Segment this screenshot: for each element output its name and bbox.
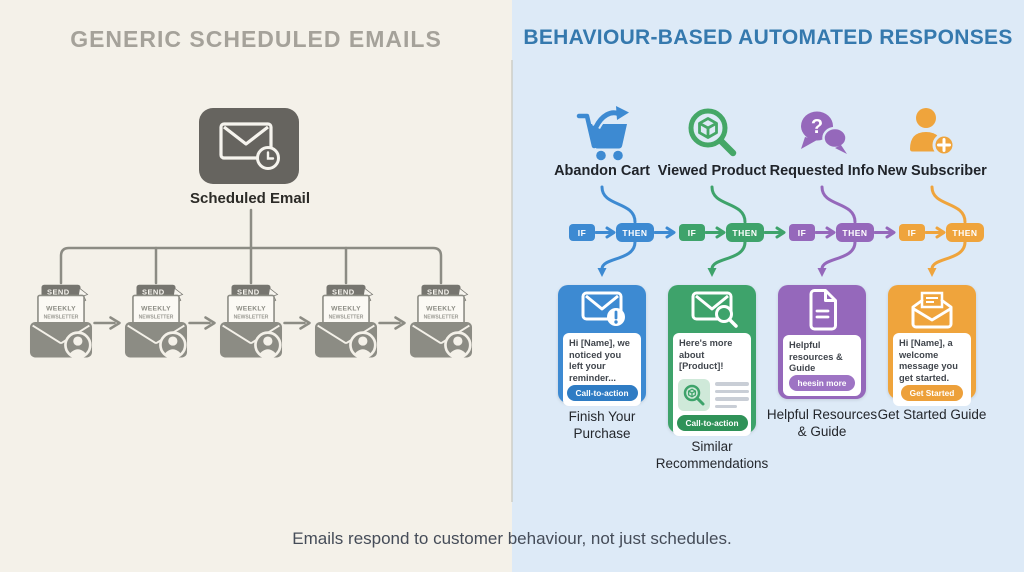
newsletter-envelope: SEND WEEKLY NEWSLETTER xyxy=(219,283,283,361)
svg-text:SEND: SEND xyxy=(237,288,260,297)
trigger-label-new-subscriber: New Subscriber xyxy=(877,163,987,179)
sequence-arrows xyxy=(93,316,406,330)
cta-button: Call-to-action xyxy=(566,384,638,401)
email-message: Helpful resources & Guide xyxy=(789,340,843,374)
trigger-label-viewed-product: Viewed Product xyxy=(657,163,767,179)
footer-caption: Emails respond to customer behaviour, no… xyxy=(292,529,732,548)
svg-text:WEEKLY: WEEKLY xyxy=(236,305,266,312)
email-card-get-started: Hi [Name], a welcome message you get sta… xyxy=(888,285,976,406)
svg-text:?: ? xyxy=(811,116,823,138)
svg-text:NEWSLETTER: NEWSLETTER xyxy=(424,314,459,320)
svg-text:SEND: SEND xyxy=(427,288,450,297)
flow-connectors xyxy=(594,185,967,277)
newsletter-envelope: SEND WEEKLY NEWSLETTER xyxy=(124,283,188,361)
cta-button: heesin more xyxy=(788,375,856,392)
text-placeholder-lines xyxy=(715,382,749,409)
generic-emails-panel: GENERIC SCHEDULED EMAILS Scheduled Email… xyxy=(29,26,473,361)
newsletter-envelope: SEND WEEKLY NEWSLETTER xyxy=(29,283,93,361)
svg-text:SEND: SEND xyxy=(142,288,165,297)
newsletter-line2: NEWSLETTER xyxy=(44,314,79,320)
envelope-open-icon xyxy=(911,291,953,329)
product-thumbnail-icon xyxy=(678,379,710,412)
email-message: Hi [Name], a welcome message you get sta… xyxy=(899,338,958,384)
svg-text:NEWSLETTER: NEWSLETTER xyxy=(329,314,364,320)
then-badge: THEN xyxy=(726,223,764,242)
left-panel-title: GENERIC SCHEDULED EMAILS xyxy=(70,26,442,52)
email-message: Hi [Name], we noticed you left your remi… xyxy=(569,338,630,384)
then-badge: THEN xyxy=(616,223,654,242)
newsletter-envelope: SEND WEEKLY NEWSLETTER xyxy=(314,283,378,361)
send-label: SEND xyxy=(47,288,70,297)
automated-responses-panel: BEHAVIOUR-BASED AUTOMATED RESPONSES ? xyxy=(512,0,1024,572)
card-label-finish-purchase: Finish Your Purchase xyxy=(568,409,636,441)
scheduled-email-label: Scheduled Email xyxy=(189,190,311,207)
svg-text:NEWSLETTER: NEWSLETTER xyxy=(234,314,269,320)
svg-text:WEEKLY: WEEKLY xyxy=(331,305,361,312)
card-label-get-started: Get Started Guide xyxy=(877,407,987,422)
right-panel-title: BEHAVIOUR-BASED AUTOMATED RESPONSES xyxy=(523,26,1013,49)
email-card-helpful-resources: Helpful resources & Guide heesin more xyxy=(778,285,866,399)
if-badge: IF xyxy=(789,224,815,241)
envelope-alert-icon xyxy=(581,291,625,326)
svg-text:NEWSLETTER: NEWSLETTER xyxy=(139,314,174,320)
if-badge: IF xyxy=(679,224,705,241)
then-badge: THEN xyxy=(836,223,874,242)
shopping-cart-icon xyxy=(572,104,632,162)
chat-question-icon: ? xyxy=(792,104,852,162)
cta-button: Get Started xyxy=(900,384,964,401)
newsletter-envelope: SEND WEEKLY NEWSLETTER xyxy=(409,283,473,361)
if-badge: IF xyxy=(899,224,925,241)
email-message: Here's more about [Product]! xyxy=(679,338,733,372)
scheduled-email-box xyxy=(199,108,299,184)
search-product-icon xyxy=(682,104,742,162)
product-preview xyxy=(678,379,749,412)
email-card-similar-recommendations: Here's more about [Product]! Call-to-ac xyxy=(668,285,756,437)
user-plus-icon xyxy=(902,104,962,162)
cta-button: Call-to-action xyxy=(676,415,748,432)
then-badge: THEN xyxy=(946,223,984,242)
trigger-label-requested-info: Requested Info xyxy=(769,163,875,179)
email-card-finish-purchase: Hi [Name], we noticed you left your remi… xyxy=(558,285,646,406)
panel-divider xyxy=(511,60,513,502)
svg-text:SEND: SEND xyxy=(332,288,355,297)
newsletter-line1: WEEKLY xyxy=(46,305,76,312)
broadcast-tree-connector xyxy=(59,208,443,285)
if-badge: IF xyxy=(569,224,595,241)
svg-text:WEEKLY: WEEKLY xyxy=(141,305,171,312)
trigger-label-abandon-cart: Abandon Cart xyxy=(554,163,650,179)
envelope-search-icon xyxy=(691,291,738,328)
document-icon xyxy=(809,289,837,331)
envelope-clock-icon xyxy=(219,122,280,170)
card-label-similar-recommendations: Similar Recommendations xyxy=(655,439,769,471)
card-label-helpful-resources: Helpful Resources & Guide xyxy=(766,407,878,439)
svg-text:WEEKLY: WEEKLY xyxy=(426,305,456,312)
